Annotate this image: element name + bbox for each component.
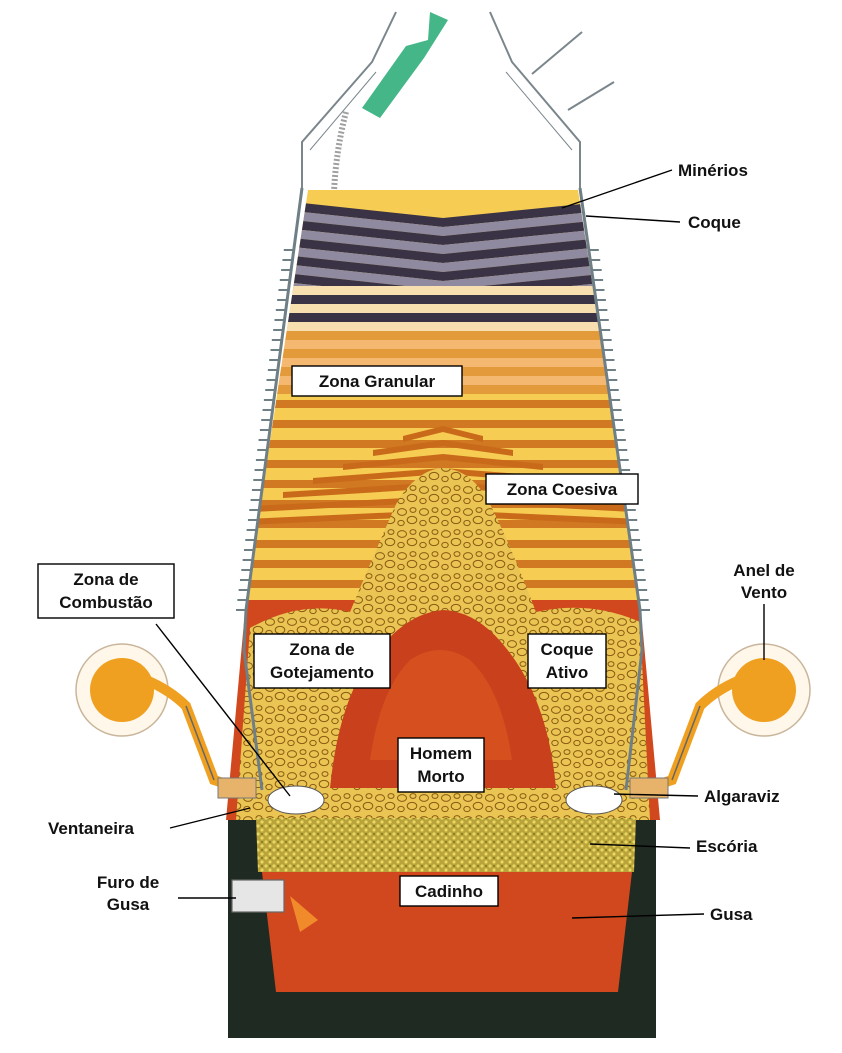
charge-layer [200, 286, 700, 295]
label-escoria: Escória [696, 837, 758, 856]
raceway-left [268, 786, 324, 814]
label-minerios: Minérios [678, 161, 748, 180]
charge-layer [200, 304, 700, 313]
label-cadinho-box: Cadinho [400, 876, 498, 906]
slag-layer [256, 818, 636, 872]
label-zona-coesiva-box: Zona Coesiva [486, 474, 638, 504]
label-anel-de-vento-2: Vento [741, 583, 787, 602]
label-zona-de-combustao-1: Zona de [73, 570, 138, 589]
label-coque-ativo-2: Ativo [546, 663, 589, 682]
charge-layer [200, 331, 700, 340]
charging-chute-icon [362, 12, 448, 118]
cohesive-stripe [200, 460, 700, 468]
label-gusa: Gusa [710, 905, 753, 924]
label-homem-morto-2: Morto [417, 767, 464, 786]
label-zona-granular-box: Zona Granular [292, 366, 462, 396]
label-zona-de-gotejamento-2: Gotejamento [270, 663, 374, 682]
label-zona-de-gotejamento-box: Zona de Gotejamento [254, 634, 390, 688]
label-furo-de-gusa-1: Furo de [97, 873, 159, 892]
label-coque: Coque [688, 213, 741, 232]
label-zona-de-gotejamento-1: Zona de [289, 640, 354, 659]
furnace-top [302, 12, 614, 190]
label-homem-morto-1: Homem [410, 744, 472, 763]
label-algaraviz: Algaraviz [704, 787, 780, 806]
charge-layer [200, 295, 700, 304]
cohesive-stripe [200, 420, 700, 428]
label-zona-granular: Zona Granular [319, 372, 436, 391]
label-zona-de-combustao-2: Combustão [59, 593, 153, 612]
label-ventaneira: Ventaneira [48, 819, 135, 838]
charge-layer [200, 340, 700, 349]
label-coque-ativo-1: Coque [541, 640, 594, 659]
label-coque-ativo-box: Coque Ativo [528, 634, 606, 688]
label-furo-de-gusa-2: Gusa [107, 895, 150, 914]
taphole [232, 880, 284, 912]
label-anel-de-vento-1: Anel de [733, 561, 794, 580]
label-zona-coesiva: Zona Coesiva [507, 480, 618, 499]
label-cadinho: Cadinho [415, 882, 483, 901]
wind-ring-left [76, 644, 256, 798]
raceway-right [566, 786, 622, 814]
charge-fall [334, 112, 346, 192]
label-homem-morto-box: Homem Morto [398, 738, 484, 792]
label-zona-de-combustao-box: Zona de Combustão [38, 564, 174, 618]
wind-ring-right [630, 644, 810, 798]
